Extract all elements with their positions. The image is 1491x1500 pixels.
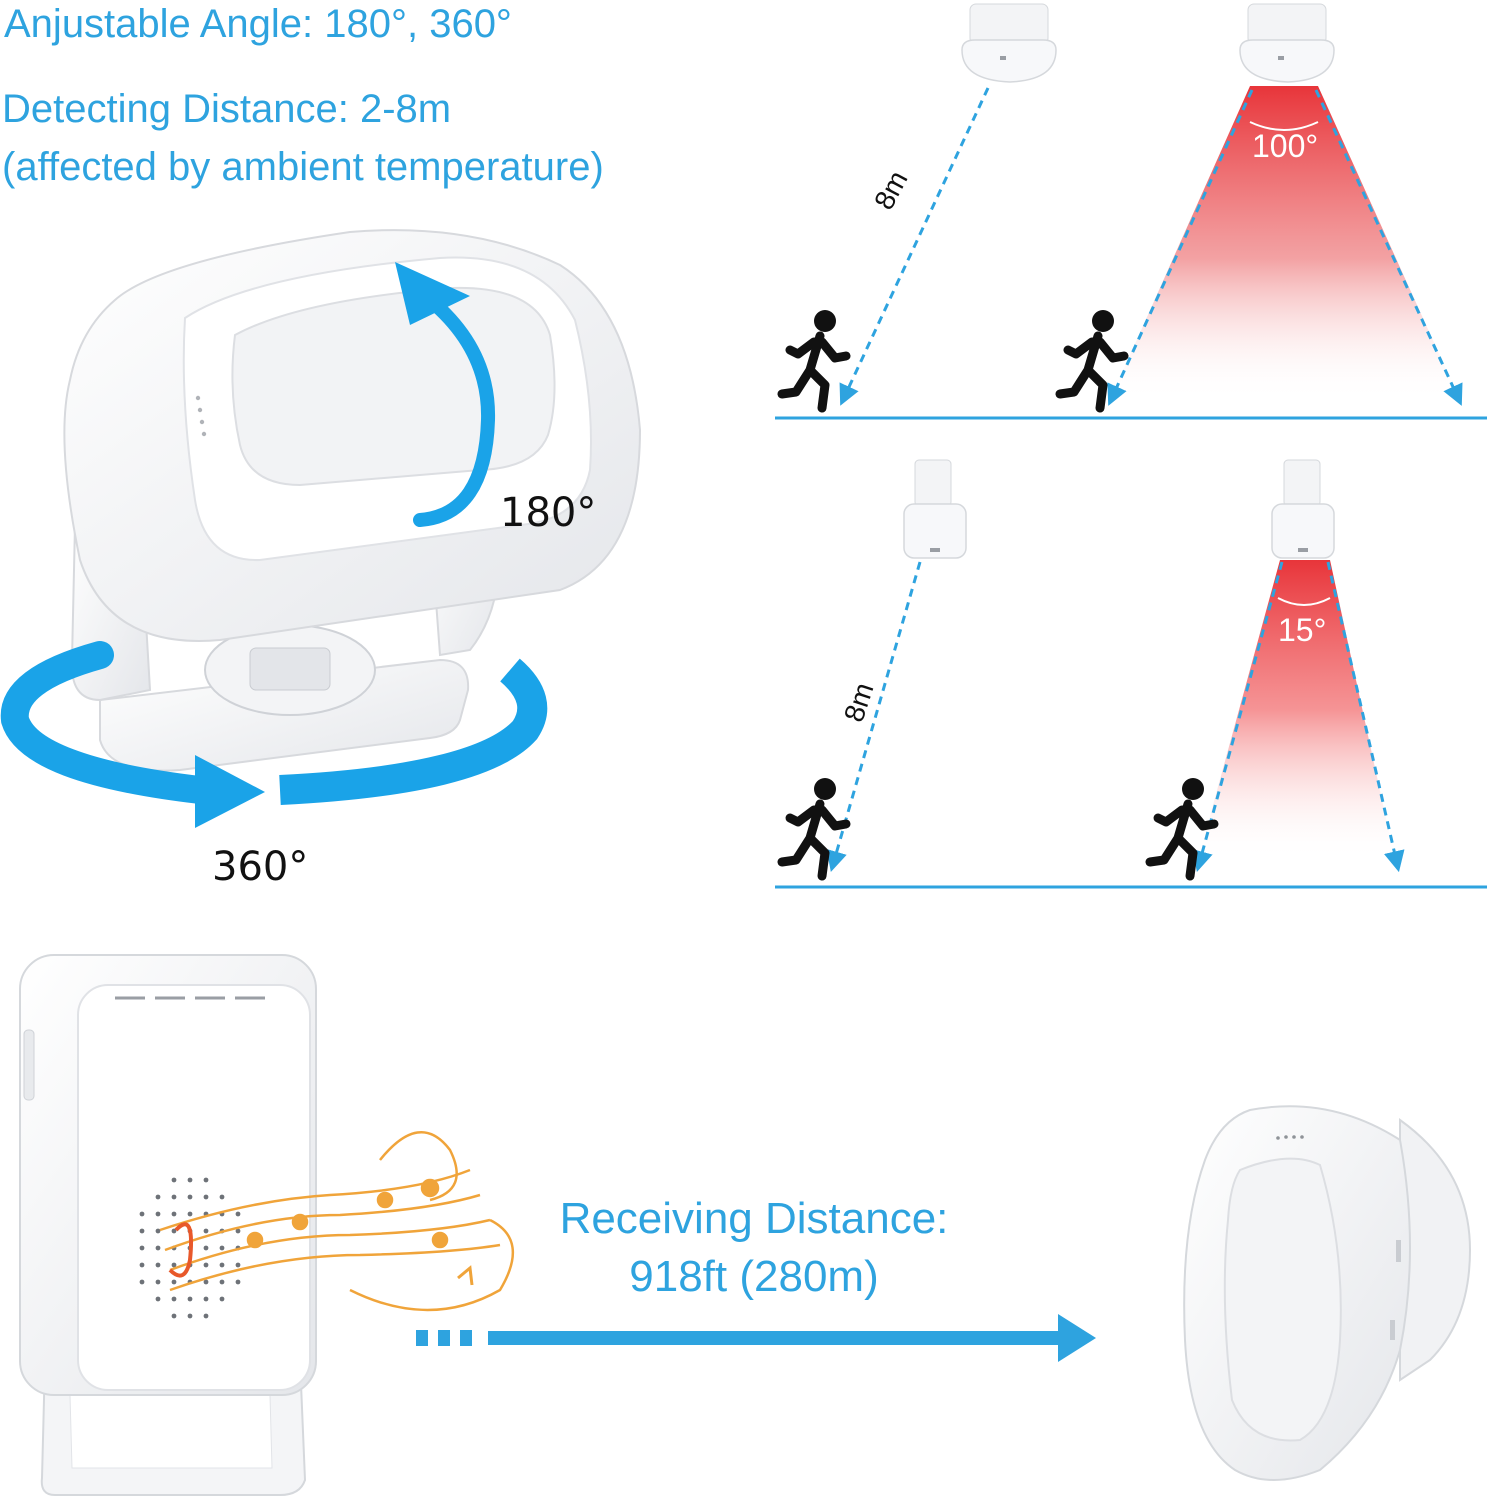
wall-angle-label: 15° [1278, 612, 1327, 648]
speaker-hole [219, 1279, 225, 1285]
speaker-hole [187, 1296, 193, 1302]
door-chime-receiver [19, 954, 317, 1496]
ceiling-sensor-right [1239, 3, 1335, 83]
speaker-hole [235, 1228, 241, 1234]
ceiling-mount-diagram [775, 3, 1487, 420]
speaker-hole [187, 1313, 193, 1319]
walking-person-icon [1145, 778, 1219, 881]
speaker-hole [219, 1262, 225, 1268]
speaker-hole [219, 1194, 225, 1200]
speaker-hole [203, 1296, 209, 1302]
ceiling-sensor-left [961, 3, 1057, 83]
speaker-hole [155, 1194, 161, 1200]
adjustable-angle-text: Anjustable Angle: 180°, 360° [4, 2, 512, 46]
speaker-hole [155, 1211, 161, 1217]
speaker-hole [139, 1279, 145, 1285]
receiving-distance-title: Receiving Distance: [559, 1194, 949, 1243]
speaker-hole [219, 1296, 225, 1302]
horizontal-rotation-arrow [0, 641, 548, 828]
detecting-distance-text: Detecting Distance: 2-8m [2, 87, 452, 131]
speaker-hole [171, 1313, 177, 1319]
ceiling-angle-label: 100° [1252, 128, 1319, 164]
speaker-hole [203, 1279, 209, 1285]
speaker-hole [203, 1194, 209, 1200]
speaker-hole [235, 1279, 241, 1285]
speaker-hole [171, 1194, 177, 1200]
speaker-hole [203, 1177, 209, 1183]
speaker-hole [155, 1262, 161, 1268]
speaker-hole [139, 1228, 145, 1234]
rotatable-motion-sensor [63, 229, 642, 772]
speaker-hole [171, 1296, 177, 1302]
speaker-hole [203, 1262, 209, 1268]
music-notes [159, 1131, 515, 1312]
speaker-hole [203, 1228, 209, 1234]
ambient-temperature-note: (affected by ambient temperature) [2, 145, 604, 189]
vertical-angle-label: 180° [500, 490, 597, 536]
speaker-hole [171, 1177, 177, 1183]
speaker-hole [139, 1211, 145, 1217]
wall-mount-diagram [775, 459, 1487, 889]
transmission-arrow [416, 1314, 1096, 1362]
speaker-hole [139, 1245, 145, 1251]
speaker-hole [171, 1262, 177, 1268]
speaker-hole [219, 1245, 225, 1251]
walking-person-icon [1055, 310, 1129, 413]
speaker-hole [235, 1262, 241, 1268]
speaker-hole [155, 1279, 161, 1285]
speaker-hole [171, 1211, 177, 1217]
horizontal-angle-label: 360° [212, 844, 309, 890]
speaker-hole [235, 1211, 241, 1217]
speaker-hole [203, 1245, 209, 1251]
speaker-hole [155, 1228, 161, 1234]
vertical-rotation-arrow [395, 262, 496, 527]
speaker-hole [155, 1245, 161, 1251]
speaker-hole [171, 1228, 177, 1234]
receiving-distance-value: 918ft (280m) [629, 1252, 879, 1301]
wall-sensor-right [1271, 459, 1335, 559]
speaker-hole [203, 1313, 209, 1319]
speaker-hole [187, 1211, 193, 1217]
speaker-hole [187, 1194, 193, 1200]
speaker-hole [171, 1279, 177, 1285]
speaker-hole [139, 1262, 145, 1268]
wall-sensor-left [903, 459, 967, 559]
speaker-hole [187, 1177, 193, 1183]
speaker-hole [155, 1296, 161, 1302]
pir-motion-sensor [1183, 1105, 1472, 1481]
walking-person-icon [777, 778, 851, 881]
walking-person-icon [777, 310, 851, 413]
